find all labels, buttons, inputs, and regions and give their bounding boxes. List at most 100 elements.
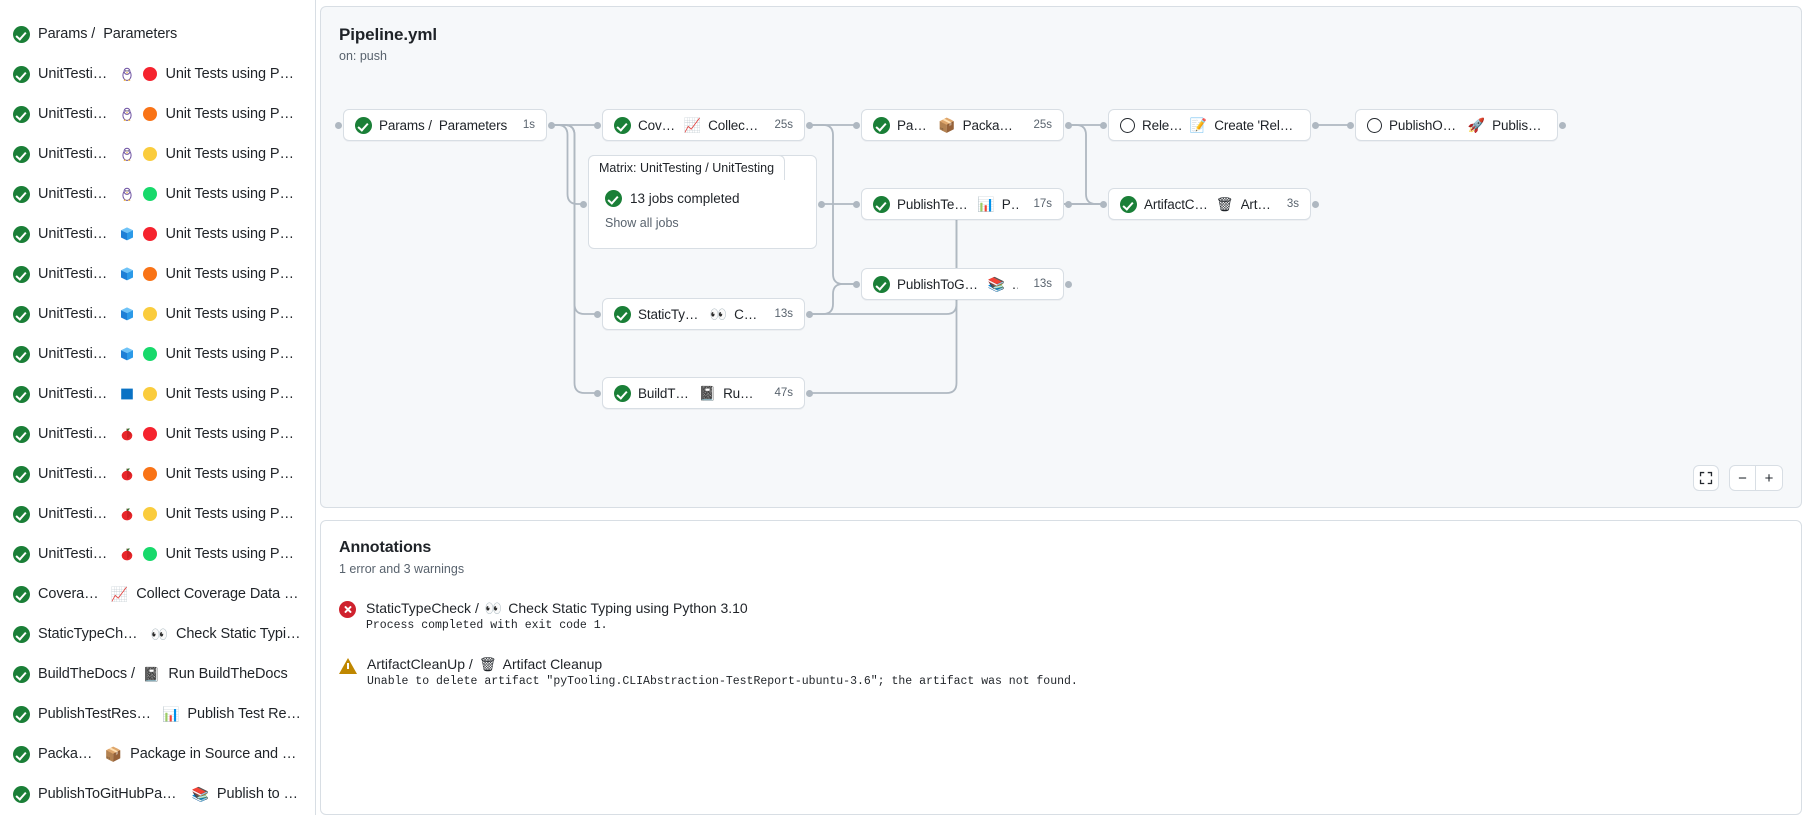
success-check-icon [13, 625, 30, 643]
job-emoji-icon: 📚 [987, 276, 1006, 292]
sidebar-item[interactable]: UnitTesting / Unit Tests using Pyth... [4, 534, 311, 574]
show-all-jobs-link[interactable]: Show all jobs [605, 216, 679, 230]
fit-screen-icon[interactable] [1693, 465, 1719, 491]
sidebar-item[interactable]: Params / Parameters [4, 14, 311, 54]
sidebar-item[interactable]: UnitTesting / Unit Tests using Pyth... [4, 134, 311, 174]
success-check-icon [13, 25, 30, 43]
sidebar-item[interactable]: UnitTesting / Unit Tests using Pyth... [4, 374, 311, 414]
success-check-icon [13, 225, 30, 243]
sidebar-item-label: Unit Tests using Pyth... [165, 466, 301, 482]
graph-zoom-controls[interactable]: − + [1693, 465, 1783, 491]
sidebar-item[interactable]: Package / 📦Package in Source and Wh... [4, 734, 311, 774]
sidebar-item[interactable]: UnitTesting / Unit Tests using Pyth... [4, 294, 311, 334]
graph-node-typecheck[interactable]: StaticTypeCheck / 👀Chec...13s [602, 298, 805, 330]
success-check-icon [873, 116, 890, 134]
annotation-item[interactable]: StaticTypeCheck / 👀Check Static Typing u… [339, 600, 1783, 632]
annotation-message: Process completed with exit code 1. [366, 619, 608, 632]
sidebar-item[interactable]: UnitTesting / Unit Tests using Pyth... [4, 54, 311, 94]
node-port-out [1065, 200, 1072, 208]
node-port-in [594, 389, 601, 397]
graph-node-name: Collect Cove... [708, 117, 759, 133]
sidebar-item[interactable]: UnitTesting / Unit Tests using Pyth... [4, 94, 311, 134]
node-port-in [1347, 121, 1354, 129]
windows-square-icon [119, 386, 135, 402]
success-check-icon [13, 785, 30, 803]
windows-cube-icon [119, 266, 135, 282]
python-version-dot [143, 187, 158, 201]
success-check-icon [13, 585, 30, 603]
graph-node-testresults[interactable]: PublishTestResults / 📊Pu...17s [861, 188, 1064, 220]
annotation-message: Unable to delete artifact "pyTooling.CLI… [367, 675, 1078, 688]
sidebar-item-label: Collect Coverage Data usi... [136, 586, 301, 602]
sidebar-item-job: UnitTesting / [38, 266, 112, 282]
python-version-dot [143, 507, 158, 521]
sidebar-item-job: StaticTypeCheck / [38, 626, 143, 642]
graph-node-coverage[interactable]: Coverage / 📈Collect Cove...25s [602, 109, 805, 141]
success-check-icon [1120, 195, 1137, 213]
node-port-out [548, 121, 555, 129]
success-check-icon [13, 65, 30, 83]
python-version-dot [143, 107, 158, 121]
zoom-buttons[interactable]: − + [1729, 465, 1783, 491]
sidebar-item[interactable]: PublishTestResults / 📊Publish Test Resu.… [4, 694, 311, 734]
zoom-out-button[interactable]: − [1730, 466, 1756, 490]
edge-params-matrix [552, 124, 583, 205]
success-check-icon [13, 345, 30, 363]
sidebar-item-label: Unit Tests using Pyth... [165, 346, 301, 362]
job-emoji-icon: 📊 [977, 196, 995, 212]
apple-icon [119, 466, 135, 482]
graph-node-package[interactable]: Package / 📦Package in So...25s [861, 109, 1064, 141]
job-emoji-icon: 📝 [1189, 117, 1208, 133]
graph-node-name: Parameters [438, 117, 508, 133]
windows-cube-icon [119, 226, 135, 242]
graph-node-ghpages[interactable]: PublishToGitHubPages / 📚...13s [861, 268, 1064, 300]
graph-node-cleanup[interactable]: ArtifactCleanUp / 🗑Artifac...3s [1108, 188, 1311, 220]
job-emoji-icon: 📊 [161, 706, 180, 722]
sidebar-item[interactable]: BuildTheDocs / 📓Run BuildTheDocs [4, 654, 311, 694]
node-port-out [1065, 280, 1072, 288]
graph-node-pypi[interactable]: PublishOnPyPI / 🚀Publish to ... [1355, 109, 1558, 141]
sidebar-item-label: Unit Tests using Pyth... [165, 386, 301, 402]
zoom-in-button[interactable]: + [1756, 466, 1782, 490]
sidebar-item-label: Unit Tests using Pyth... [165, 186, 301, 202]
success-check-icon [614, 116, 631, 134]
sidebar-item-job: UnitTesting / [38, 66, 112, 82]
linux-penguin-icon [119, 66, 135, 82]
sidebar-item[interactable]: StaticTypeCheck / 👀Check Static Typing..… [4, 614, 311, 654]
sidebar-item[interactable]: UnitTesting / Unit Tests using Pyth... [4, 174, 311, 214]
sidebar-item[interactable]: UnitTesting / Unit Tests using Pyth... [4, 494, 311, 534]
sidebar-item[interactable]: UnitTesting / Unit Tests using Pyth... [4, 454, 311, 494]
graph-node-docs[interactable]: BuildTheDocs / 📓Run Buil...47s [602, 377, 805, 409]
sidebar-item-job: UnitTesting / [38, 226, 112, 242]
node-port-out [806, 121, 813, 129]
apple-icon [119, 426, 135, 442]
sidebar-item[interactable]: UnitTesting / Unit Tests using Pyth... [4, 254, 311, 294]
sidebar-item[interactable]: UnitTesting / Unit Tests using Pyth... [4, 214, 311, 254]
sidebar-item-job: UnitTesting / [38, 146, 112, 162]
sidebar-item[interactable]: Coverage / 📈Collect Coverage Data usi... [4, 574, 311, 614]
annotations-summary: 1 error and 3 warnings [339, 562, 465, 576]
success-check-icon [13, 425, 30, 443]
graph-node-duration: 13s [774, 308, 793, 320]
sidebar-item-job: UnitTesting / [38, 426, 112, 442]
windows-cube-icon [119, 346, 135, 362]
sidebar-item[interactable]: PublishToGitHubPages / 📚Publish to G... [4, 774, 311, 814]
sidebar-item-label: Unit Tests using Pyth... [165, 146, 301, 162]
workflow-graph-panel: Pipeline.yml on: push Params / Parameter… [320, 6, 1802, 508]
success-check-icon [13, 265, 30, 283]
node-port-out [1312, 121, 1319, 129]
sidebar-item[interactable]: UnitTesting / Unit Tests using Pyth... [4, 334, 311, 374]
success-check-icon [13, 185, 30, 203]
graph-node-release[interactable]: Release / 📝Create 'Release P... [1108, 109, 1311, 141]
matrix-port-out [818, 200, 825, 208]
python-version-dot [143, 147, 158, 161]
sidebar-item-label: Unit Tests using Pyth... [165, 266, 301, 282]
sidebar-item[interactable]: UnitTesting / Unit Tests using Pyth... [4, 414, 311, 454]
python-version-dot [143, 67, 158, 81]
